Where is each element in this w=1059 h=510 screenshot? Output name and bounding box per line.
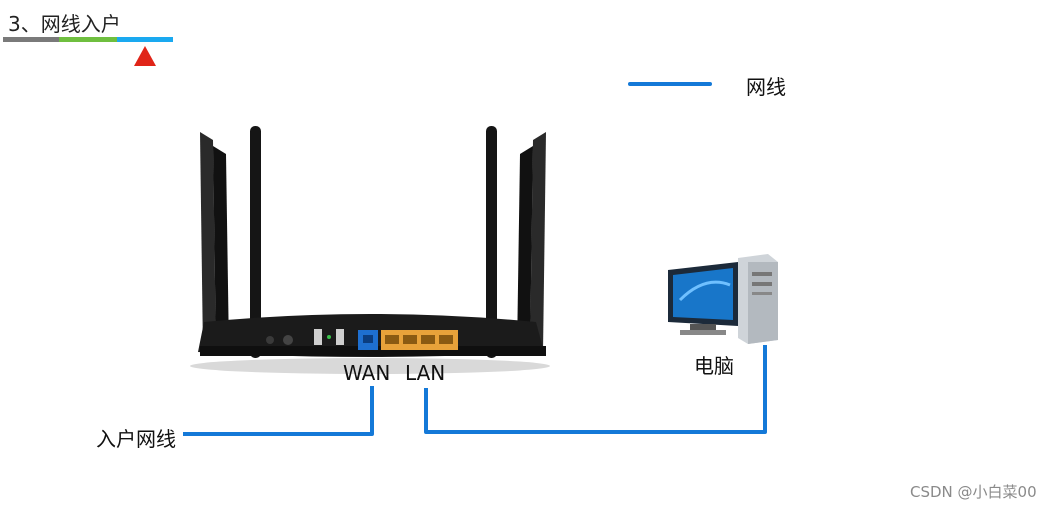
usb-port-2: [336, 329, 344, 345]
lan-to-computer-cable: [424, 345, 767, 434]
legend-cable-label: 网线: [746, 75, 786, 99]
incoming-cable: [183, 386, 374, 436]
router-antennas: [200, 126, 546, 358]
progress-step-1: [3, 37, 59, 42]
lan-label: LAN: [405, 361, 446, 385]
usb-port-1: [314, 329, 322, 345]
network-cables: [183, 345, 767, 436]
router-shadow: [190, 358, 550, 374]
progress-step-2: [59, 37, 117, 42]
wan-label: WAN: [343, 361, 391, 385]
computer-icon: [668, 254, 778, 344]
computer-label: 电脑: [694, 354, 734, 378]
legend-cable-swatch: [628, 82, 712, 86]
page-title: 3、网线入户: [8, 12, 121, 36]
watermark: CSDN @小白菜00: [910, 483, 1037, 501]
incoming-cable-label: 入户网线: [96, 427, 176, 451]
lan-ports: [381, 330, 458, 350]
current-step-marker: [134, 46, 156, 66]
progress-step-3: [117, 37, 173, 42]
